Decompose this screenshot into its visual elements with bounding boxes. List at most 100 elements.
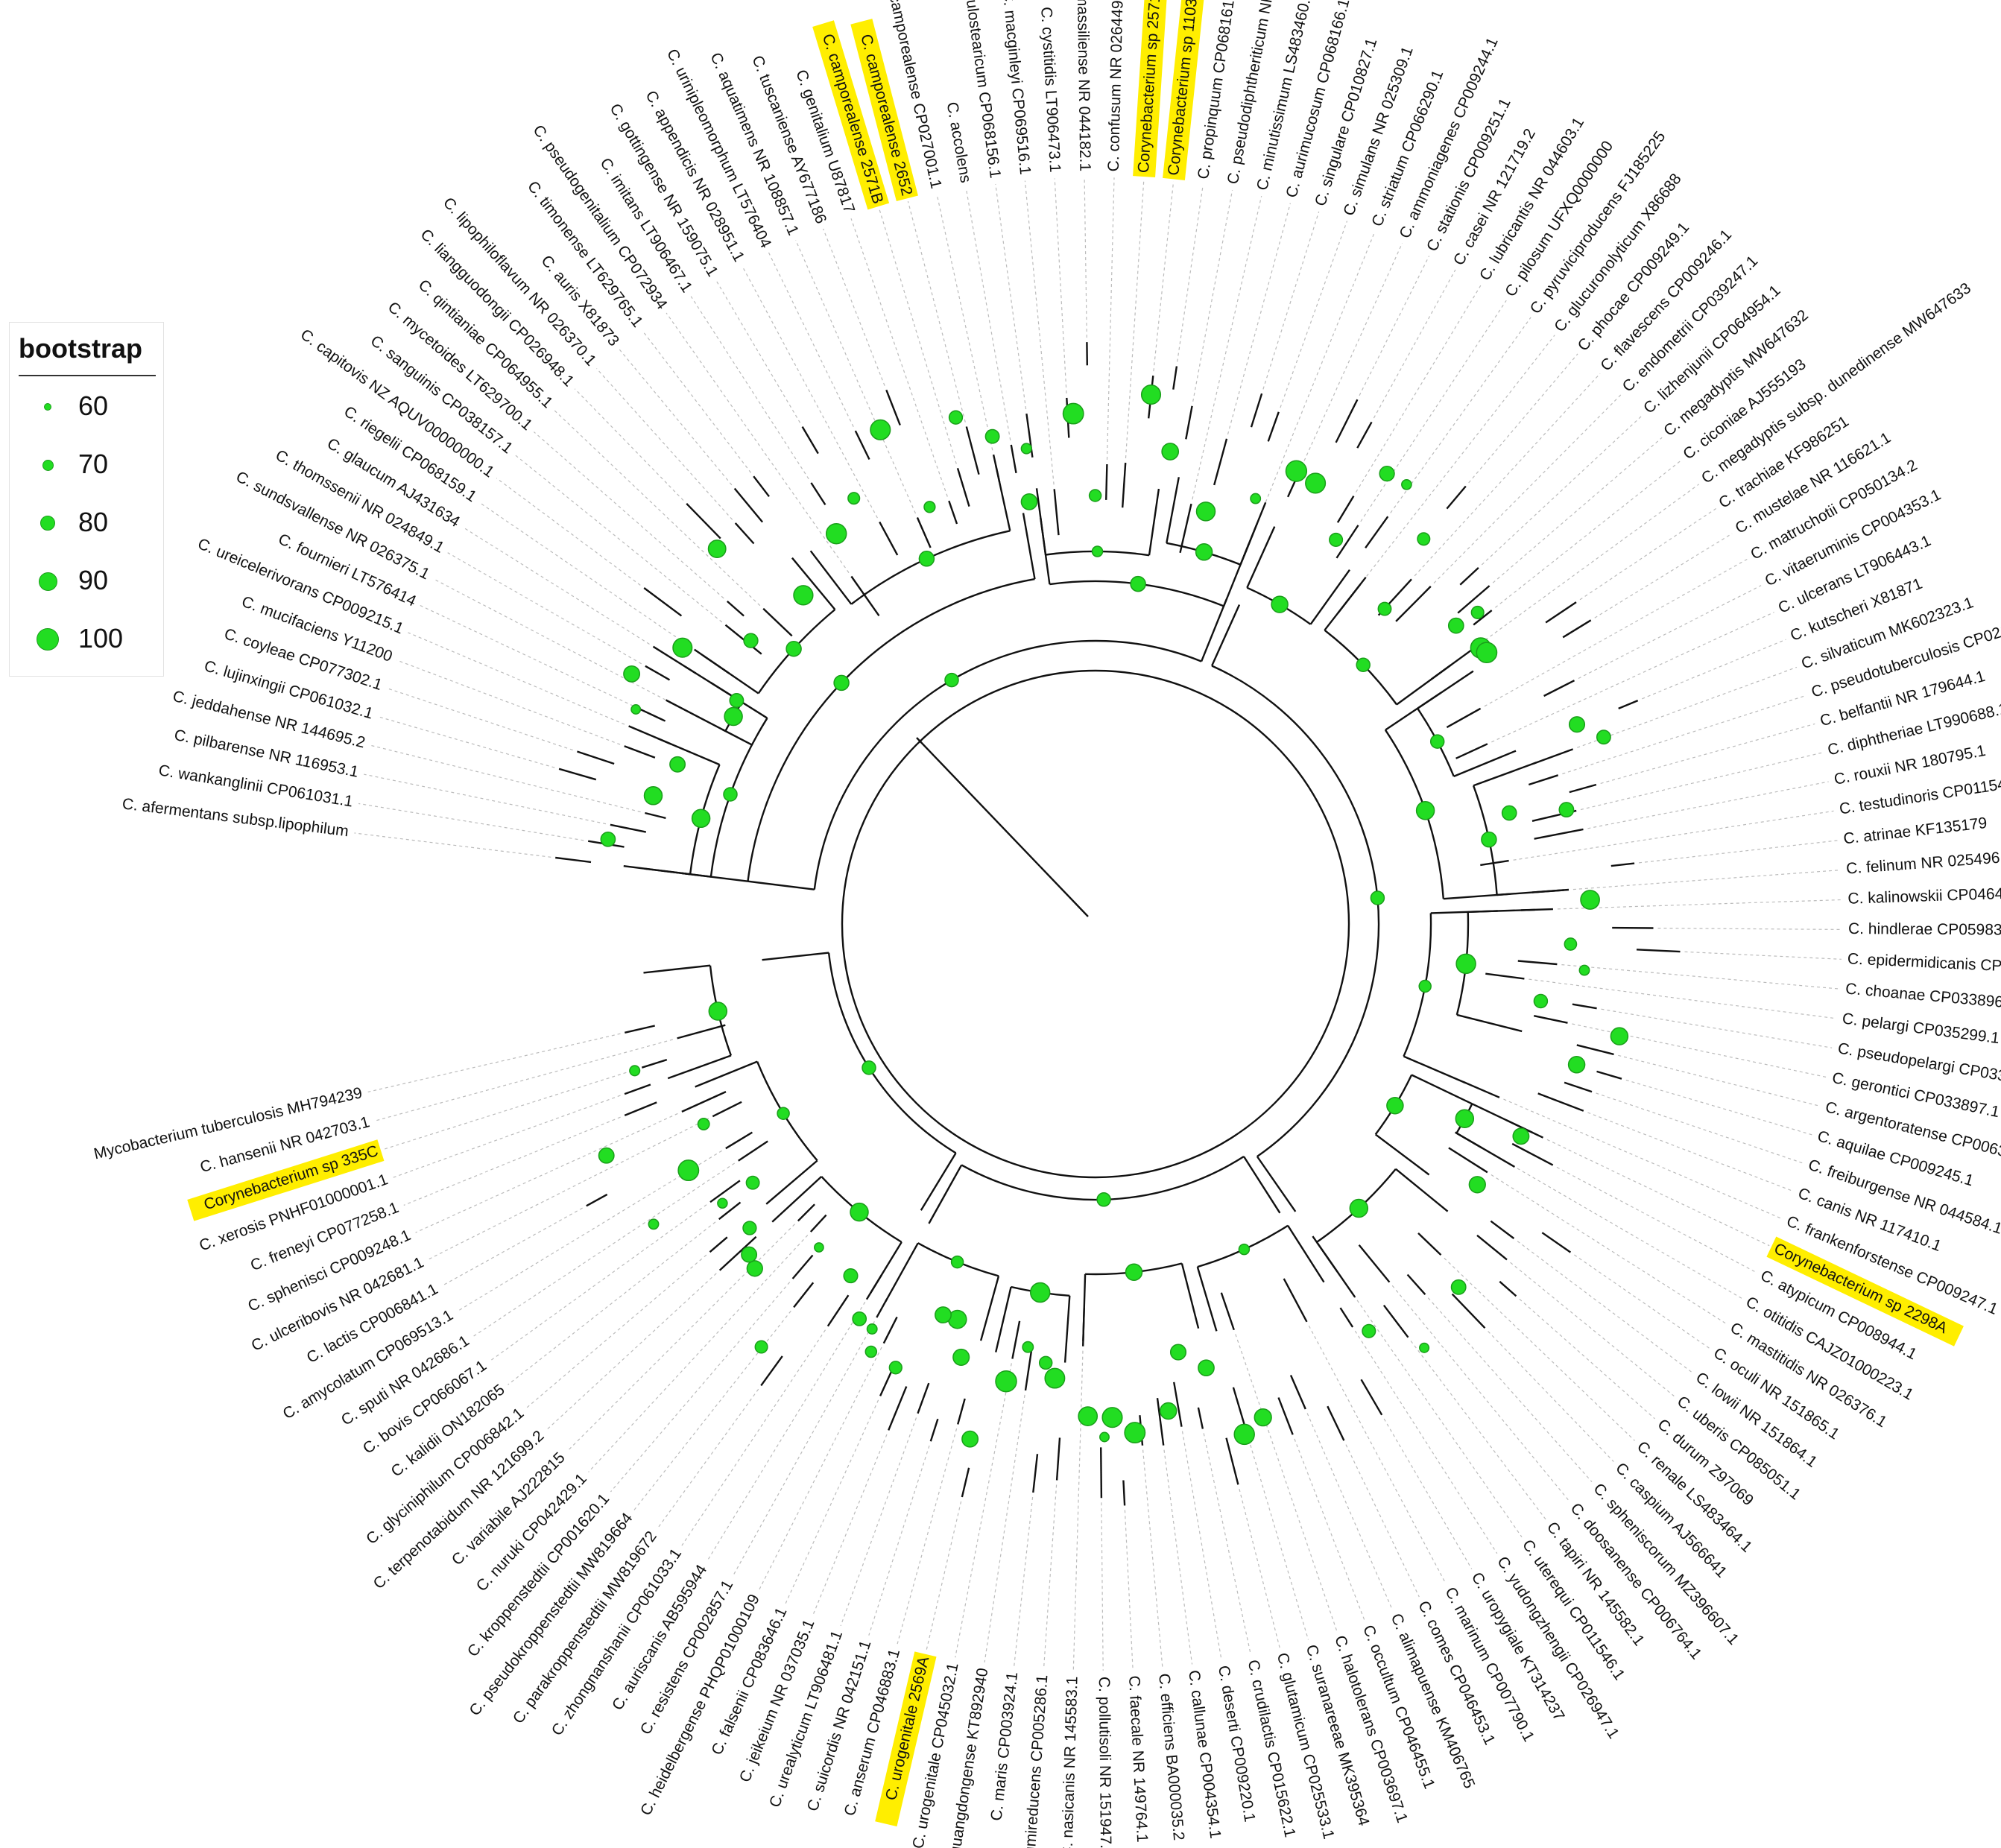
bootstrap-node <box>814 1242 824 1253</box>
leaf-guide-line <box>926 1501 962 1652</box>
highlight-box <box>1766 1236 1964 1347</box>
terminal-branch <box>1576 1044 1614 1056</box>
bootstrap-node <box>629 1065 641 1077</box>
leaf-c-pollutisoli-nr-151947-1: C. pollutisoli NR 151947.1 <box>1096 1677 1114 1848</box>
terminal-branch <box>1179 503 1192 554</box>
bootstrap-node <box>1130 575 1146 592</box>
terminal-branch <box>1562 619 1592 639</box>
clade-branch <box>1239 501 1267 566</box>
terminal-branch <box>801 425 819 455</box>
leaf-guide-line <box>408 632 625 725</box>
bootstrap-node <box>1386 1096 1404 1115</box>
terminal-branch <box>1283 1278 1308 1323</box>
bootstrap-node <box>1271 595 1289 613</box>
terminal-branch <box>1610 862 1635 867</box>
bootstrap-nodes <box>598 385 1629 1448</box>
leaf-label: C. epidermidicanis CP011541.1 <box>1847 950 2001 978</box>
leaf-c-callunae-cp004354-1: C. callunae CP004354.1 <box>1185 1669 1224 1840</box>
clade-branch <box>1411 1074 1473 1105</box>
clade-branch <box>702 654 759 694</box>
terminal-branch <box>1448 1147 1488 1174</box>
legend-item-60: 60 <box>10 384 163 428</box>
clade-branch <box>920 1152 957 1211</box>
terminal-branch <box>624 1083 651 1095</box>
leaf-guide-line <box>1546 1139 1770 1247</box>
leaf-label: C. kalinowskii CP046452.1 <box>1847 885 2001 908</box>
terminal-branch <box>1446 485 1467 510</box>
terminal-branch <box>1569 783 1597 794</box>
terminal-branch <box>1267 411 1280 442</box>
leaf-guide-line <box>758 1347 882 1591</box>
terminal-branch <box>645 811 666 820</box>
bootstrap-node <box>1161 443 1180 461</box>
leaf-guide-line <box>1491 1174 1727 1324</box>
bootstrap-node <box>1091 545 1104 557</box>
leaf-guide-line <box>1481 415 1643 566</box>
bootstrap-node <box>717 1197 728 1209</box>
terminal-branch <box>1473 610 1493 626</box>
leaf-label: C. atrinae KF135179 <box>1842 814 1988 848</box>
terminal-branch <box>1533 1015 1568 1024</box>
leaf-guide-line <box>897 1428 958 1645</box>
bootstrap-node <box>1088 489 1102 502</box>
leaf-guide-line <box>657 1388 759 1529</box>
terminal-branch <box>1490 1220 1515 1239</box>
terminal-branch <box>888 1386 908 1431</box>
leaf-guide-line <box>1572 1023 1827 1078</box>
leaf-guide-line <box>1235 1334 1338 1631</box>
bootstrap-node <box>1022 1341 1034 1353</box>
bootstrap-node <box>948 410 964 425</box>
clade-branch <box>1374 1133 1430 1176</box>
backbone-ring <box>841 669 1350 1179</box>
legend-divider <box>19 375 156 376</box>
bootstrap-node <box>1062 402 1084 425</box>
highlight-box <box>1163 0 1207 181</box>
leaf-guide-line <box>1488 1331 1614 1462</box>
leaf-guide-line <box>387 688 573 751</box>
leaf-c-accolens: C. accolens <box>943 101 975 184</box>
highlight-box <box>187 1139 385 1221</box>
leaf-guide-line <box>1484 558 1748 707</box>
terminal-branch <box>929 1418 939 1442</box>
bootstrap-node <box>1580 890 1600 910</box>
terminal-branch <box>1220 1292 1235 1331</box>
bootstrap-node <box>1512 1127 1530 1145</box>
leaf-label: C. confusum NR 026449.1 <box>1105 0 1127 172</box>
terminal-branch <box>643 587 683 617</box>
leaf-c-atrinae-kf135179: C. atrinae KF135179 <box>1842 814 1988 848</box>
bootstrap-node <box>944 672 959 688</box>
leaf-guide-line <box>619 349 733 486</box>
leaf-c-kalinowskii-cp046452-1: C. kalinowskii CP046452.1 <box>1847 885 2001 908</box>
terminal-branch <box>1537 1092 1584 1112</box>
leaf-guide-line <box>1414 373 1601 577</box>
bootstrap-node <box>1501 805 1517 821</box>
leaf-c-macginleyi-cp069516-1: C. macginleyi CP069516.1 <box>999 0 1034 175</box>
terminal-branch <box>1543 680 1575 697</box>
terminal-branch <box>1451 1293 1486 1329</box>
bootstrap-node <box>1020 493 1038 510</box>
terminal-branch <box>1024 1347 1033 1391</box>
leaf-label: C. maris CP003924.1 <box>988 1671 1022 1822</box>
terminal-branch <box>1476 1234 1508 1261</box>
bootstrap-node <box>984 428 1000 444</box>
leaf-guide-line <box>1572 870 1841 890</box>
leaf-label: C. auris X81873 <box>537 252 622 349</box>
bootstrap-node <box>746 1260 763 1277</box>
leaf-guide-line <box>1360 300 1507 522</box>
terminal-branch <box>916 517 932 548</box>
leaf-guide-line <box>1410 1341 1546 1520</box>
leaf-guide-line <box>1513 810 1834 861</box>
bootstrap-node <box>1418 979 1432 993</box>
clade-branch <box>1256 1156 1297 1212</box>
leaf-guide-line <box>1618 1054 1820 1107</box>
leaf-label: C. cystitidis LT906473.1 <box>1037 7 1063 173</box>
highlight-box <box>1133 0 1169 178</box>
leaf-guide-line <box>1596 1092 1804 1164</box>
leaf-guide-line <box>1203 1433 1251 1655</box>
bootstrap-node <box>723 787 738 802</box>
terminal-branch <box>1335 525 1359 559</box>
leaf-guide-line <box>1308 1325 1447 1584</box>
clade-branch <box>1242 1156 1281 1214</box>
terminal-branch <box>1636 949 1681 953</box>
bootstrap-node <box>623 665 641 683</box>
